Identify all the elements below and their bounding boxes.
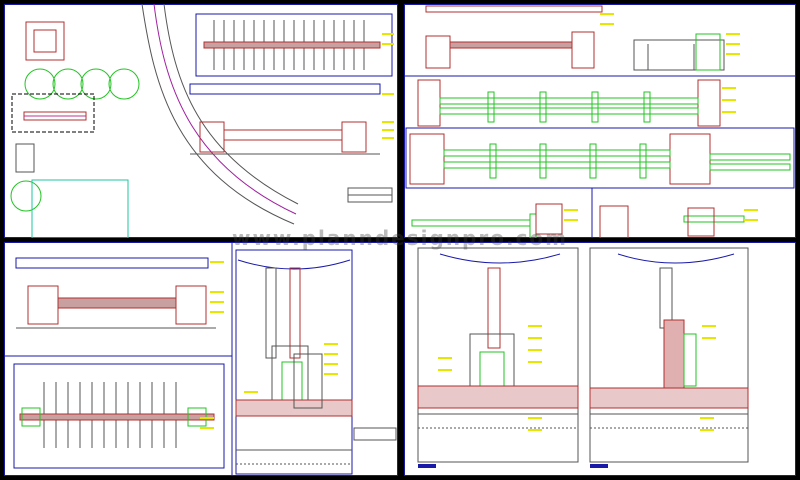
fence-elevation-sheet [404, 4, 796, 238]
site-plan-sheet [4, 4, 398, 238]
bench-detail-drawing [4, 242, 398, 476]
bench-section-sheet [404, 242, 796, 476]
bench-section-drawing [404, 242, 796, 476]
fence-elevation-drawing [404, 4, 796, 238]
bench-detail-sheet [4, 242, 398, 476]
site-plan-drawing [4, 4, 398, 238]
